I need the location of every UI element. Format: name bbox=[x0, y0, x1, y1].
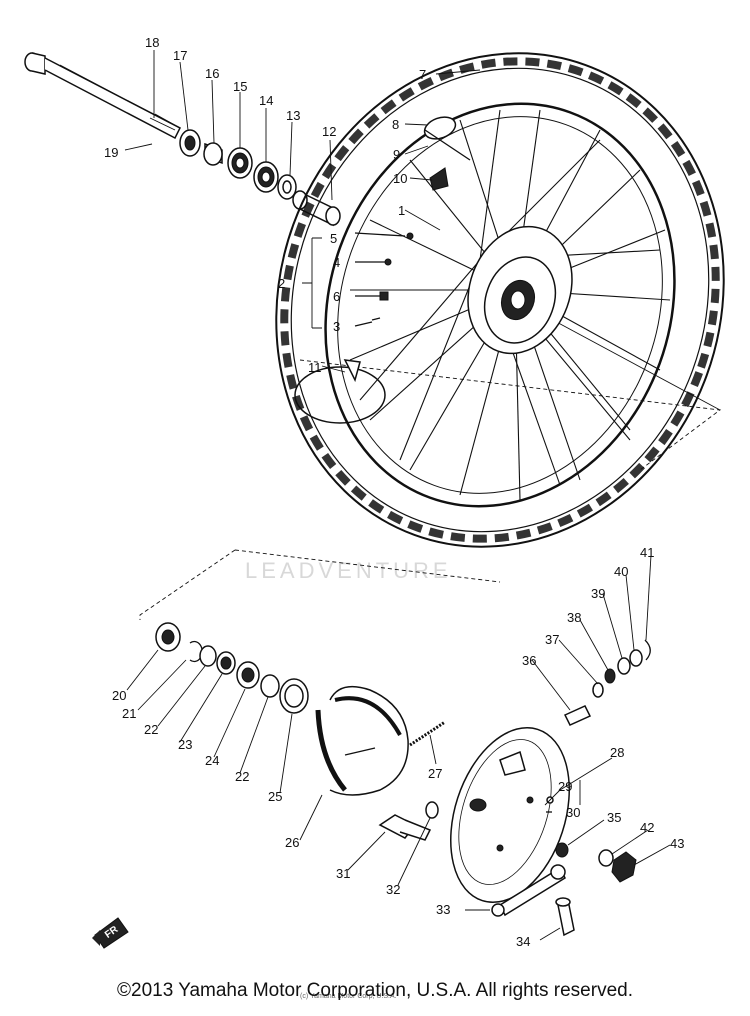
bearing-23 bbox=[216, 651, 236, 675]
callout-9: 9 bbox=[393, 147, 400, 162]
copyright-notice: ©2013 Yamaha Motor Corporation, U.S.A. A… bbox=[117, 980, 633, 1001]
callout-39: 39 bbox=[591, 586, 605, 601]
callout-23: 23 bbox=[178, 737, 192, 752]
bolt-34 bbox=[555, 897, 575, 937]
cam-lever-33 bbox=[491, 864, 566, 917]
callout-22b: 22 bbox=[235, 769, 249, 784]
wheel bbox=[275, 52, 725, 548]
callout-2: 2 bbox=[278, 276, 285, 291]
callout-15: 15 bbox=[233, 79, 247, 94]
callout-41: 41 bbox=[640, 545, 654, 560]
oil-seal-17 bbox=[179, 129, 201, 157]
callout-35: 35 bbox=[607, 810, 621, 825]
clip-41 bbox=[644, 639, 651, 661]
callout-16: 16 bbox=[205, 66, 219, 81]
collar-20 bbox=[155, 622, 181, 652]
callout-31: 31 bbox=[336, 866, 350, 881]
callout-10: 10 bbox=[393, 171, 407, 186]
callout-6: 6 bbox=[333, 289, 340, 304]
spacer-16 bbox=[203, 142, 223, 166]
callout-25: 25 bbox=[268, 789, 282, 804]
callout-28: 28 bbox=[610, 745, 624, 760]
brake-plate-28 bbox=[450, 726, 570, 904]
callout-27: 27 bbox=[428, 766, 442, 781]
washer-32 bbox=[425, 801, 439, 819]
callout-18: 18 bbox=[145, 35, 159, 50]
callout-33: 33 bbox=[436, 902, 450, 917]
callout-20: 20 bbox=[112, 688, 126, 703]
callout-29: 29 bbox=[558, 779, 572, 794]
brake-shoes-26 bbox=[315, 685, 409, 796]
brake-assembly bbox=[126, 549, 671, 941]
callout-43: 43 bbox=[670, 836, 684, 851]
callout-37: 37 bbox=[545, 632, 559, 647]
adjuster-39 bbox=[617, 657, 631, 675]
watermark-text: LEADVENTURE bbox=[245, 558, 452, 583]
callout-7: 7 bbox=[419, 67, 426, 82]
nut-38 bbox=[604, 668, 616, 684]
nut-43 bbox=[611, 851, 637, 883]
bearing-14 bbox=[253, 161, 279, 193]
callout-12: 12 bbox=[322, 124, 336, 139]
callout-13: 13 bbox=[286, 108, 300, 123]
callout-38: 38 bbox=[567, 610, 581, 625]
callout-36: 36 bbox=[522, 653, 536, 668]
callout-42: 42 bbox=[640, 820, 654, 835]
tube-8 bbox=[423, 116, 471, 161]
oil-seal-13 bbox=[277, 174, 297, 200]
callout-3: 3 bbox=[333, 319, 340, 334]
callout-1: 1 bbox=[398, 203, 405, 218]
washer-42 bbox=[598, 849, 614, 867]
tire-7 bbox=[275, 52, 725, 548]
callout-19: 19 bbox=[104, 145, 118, 160]
washer-22b bbox=[260, 674, 280, 698]
callout-40: 40 bbox=[614, 564, 628, 579]
callout-8: 8 bbox=[392, 117, 399, 132]
bolt-36 bbox=[563, 705, 592, 726]
callout-30: 30 bbox=[566, 805, 580, 820]
callout-32: 32 bbox=[386, 882, 400, 897]
rim-band-11 bbox=[294, 359, 386, 424]
callout-26: 26 bbox=[285, 835, 299, 850]
callout-4: 4 bbox=[333, 255, 340, 270]
callout-14: 14 bbox=[259, 93, 273, 108]
callout-22: 22 bbox=[144, 722, 158, 737]
small-print: (c) Yamaha Motor Corp, U.S.A. bbox=[300, 993, 397, 1000]
callout-17: 17 bbox=[173, 48, 187, 63]
washer-37 bbox=[592, 682, 604, 698]
oil-seal-25 bbox=[279, 678, 309, 714]
callout-5: 5 bbox=[330, 231, 337, 246]
nut-40 bbox=[629, 649, 643, 667]
callout-labels: 1 2 3 4 5 6 7 8 9 10 11 12 13 14 15 16 1… bbox=[104, 35, 684, 949]
callout-21: 21 bbox=[122, 706, 136, 721]
hub bbox=[467, 225, 573, 355]
camshaft-31 bbox=[378, 814, 432, 841]
callout-34: 34 bbox=[516, 934, 530, 949]
spoke-set bbox=[302, 232, 414, 329]
valve-10 bbox=[429, 167, 449, 191]
bearing-24 bbox=[236, 661, 260, 689]
nut-35 bbox=[555, 842, 569, 858]
washer-22 bbox=[199, 645, 217, 667]
rim-1 bbox=[324, 102, 676, 508]
callout-11: 11 bbox=[308, 360, 322, 375]
front-direction-marker: FR bbox=[92, 917, 129, 949]
bearing-15 bbox=[227, 147, 253, 179]
spring-27 bbox=[409, 720, 446, 747]
callout-24: 24 bbox=[205, 753, 219, 768]
axle-shaft bbox=[24, 52, 182, 140]
axle-assembly bbox=[24, 50, 341, 227]
